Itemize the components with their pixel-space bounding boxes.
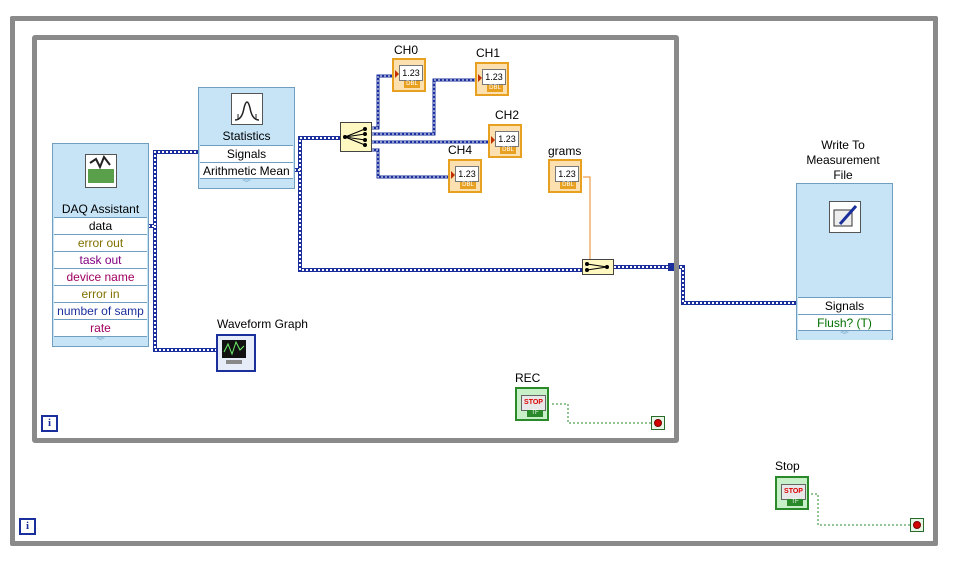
- rec-boolean-control[interactable]: STOP TF: [515, 387, 549, 421]
- ch4-indicator[interactable]: 1.23 DBL: [448, 159, 482, 193]
- waveform-graph-label: Waveform Graph: [217, 317, 308, 331]
- daq-terminal-error-in[interactable]: error in: [54, 285, 147, 302]
- ch4-label: CH4: [448, 143, 473, 157]
- write-file-expand-chevron-icon[interactable]: ︾: [798, 330, 891, 340]
- inner-iteration-icon: i: [41, 415, 58, 432]
- ch1-label: CH1: [476, 46, 501, 60]
- daq-terminal-rate[interactable]: rate: [54, 319, 147, 336]
- daq-assistant-icon: [85, 154, 117, 188]
- write-file-icon: [829, 201, 861, 233]
- stop-label: Stop: [775, 459, 800, 473]
- split-signals-node[interactable]: [340, 122, 372, 152]
- merge-signals-node[interactable]: [582, 259, 614, 275]
- rec-label: REC: [515, 371, 541, 385]
- ch0-indicator[interactable]: 1.23 DBL: [392, 58, 426, 92]
- statistics-expand-chevron-icon[interactable]: ︾: [200, 178, 293, 188]
- write-file-terminal-flush[interactable]: Flush? (T): [798, 314, 891, 331]
- daq-terminal-data[interactable]: data: [54, 217, 147, 234]
- loop-tunnel: [668, 263, 676, 271]
- daq-assistant-node[interactable]: DAQ Assistant data error out task out de…: [52, 143, 149, 347]
- ch2-label: CH2: [495, 108, 520, 122]
- rec-wire: [552, 403, 652, 424]
- waveform-graph-icon[interactable]: [216, 334, 256, 372]
- input-arrow-icon: [478, 74, 482, 82]
- grams-label: grams: [548, 144, 582, 158]
- input-arrow-icon: [451, 171, 455, 179]
- statistics-terminal-signals[interactable]: Signals: [200, 145, 293, 162]
- inner-loop-stop-icon[interactable]: [651, 416, 665, 430]
- statistics-node[interactable]: Statistics Signals Arithmetic Mean ︾: [198, 87, 295, 189]
- ch0-label: CH0: [394, 43, 419, 57]
- statistics-terminal-arithmetic-mean[interactable]: Arithmetic Mean: [200, 162, 293, 179]
- grams-control[interactable]: 1.23 DBL: [548, 159, 582, 193]
- daq-terminal-number-of-samples[interactable]: number of samp: [54, 302, 147, 319]
- statistics-histogram-icon: [231, 93, 263, 125]
- inner-while-loop[interactable]: [32, 35, 679, 443]
- write-file-title: Write To Measurement File: [806, 138, 880, 182]
- daq-assistant-title: DAQ Assistant: [61, 202, 140, 216]
- input-arrow-icon: [491, 136, 495, 144]
- outer-while-loop[interactable]: [10, 16, 938, 546]
- stop-wire: [811, 493, 912, 526]
- write-measurement-file-node[interactable]: Signals Flush? (T) ︾: [796, 183, 893, 340]
- statistics-title: Statistics: [222, 129, 271, 143]
- input-arrow-icon: [395, 70, 399, 78]
- outer-loop-stop-icon[interactable]: [910, 518, 924, 532]
- daq-terminal-task-out[interactable]: task out: [54, 251, 147, 268]
- write-file-terminal-signals[interactable]: Signals: [798, 297, 891, 314]
- ch2-indicator[interactable]: 1.23 DBL: [488, 124, 522, 158]
- stop-boolean-control[interactable]: STOP TF: [775, 476, 809, 510]
- daq-expand-chevron-icon[interactable]: ︾: [54, 336, 147, 346]
- outer-iteration-icon: i: [19, 518, 36, 535]
- daq-terminal-error-out[interactable]: error out: [54, 234, 147, 251]
- daq-terminal-device-name[interactable]: device name: [54, 268, 147, 285]
- ch1-indicator[interactable]: 1.23 DBL: [475, 62, 509, 96]
